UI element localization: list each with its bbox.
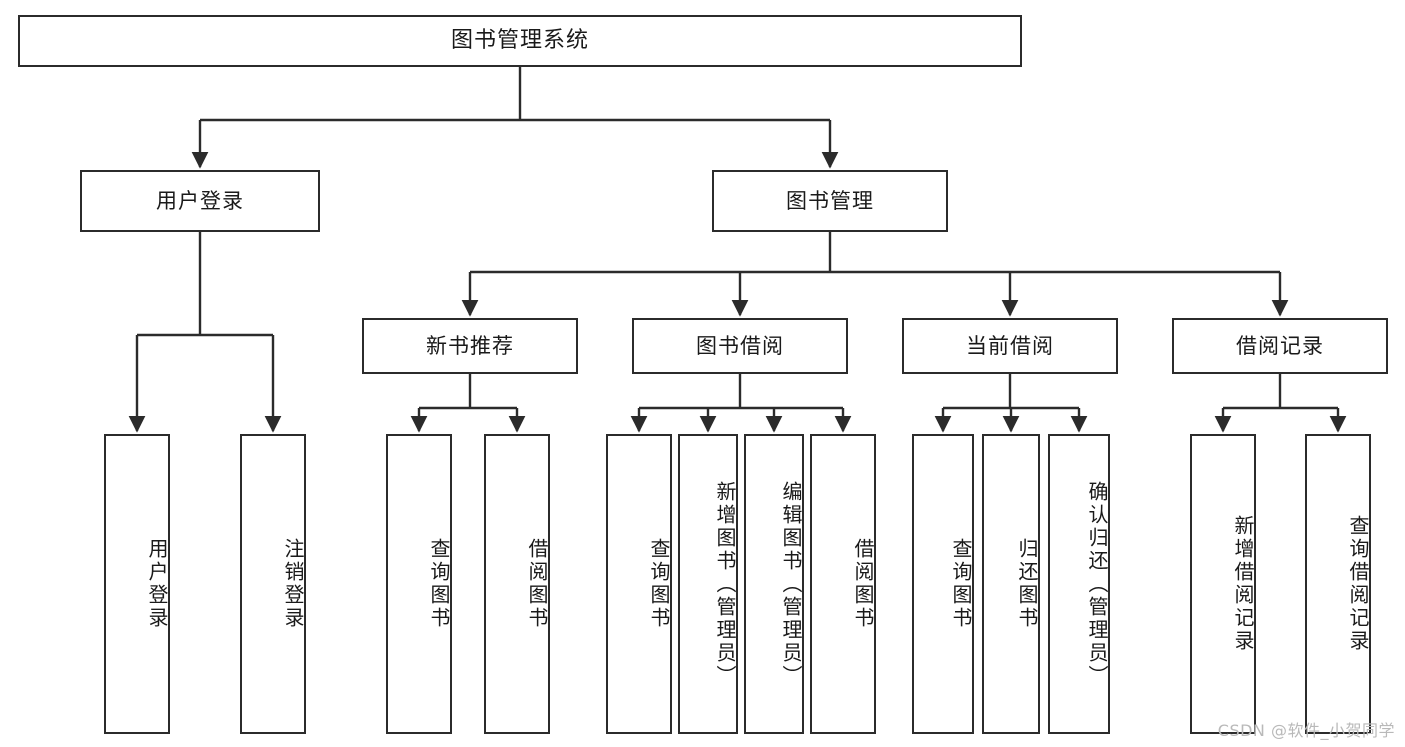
node-label: 借阅图书 [525,538,549,630]
node-leaf-5[interactable]: 新增图书（管理员） [678,434,738,734]
node-leaf-0[interactable]: 用户登录 [104,434,170,734]
node-leaf-12[interactable]: 查询借阅记录 [1305,434,1371,734]
node-level3-0[interactable]: 新书推荐 [362,318,578,374]
node-leaf-1[interactable]: 注销登录 [240,434,306,734]
node-label: 新增图书（管理员） [713,480,737,688]
node-leaf-2[interactable]: 查询图书 [386,434,452,734]
node-leaf-6[interactable]: 编辑图书（管理员） [744,434,804,734]
node-leaf-10[interactable]: 确认归还（管理员） [1048,434,1110,734]
node-label: 确认归还（管理员） [1085,480,1109,688]
node-label: 归还图书 [1015,538,1039,630]
node-leaf-3[interactable]: 借阅图书 [484,434,550,734]
node-leaf-9[interactable]: 归还图书 [982,434,1040,734]
node-label: 查询图书 [647,538,671,630]
node-leaf-11[interactable]: 新增借阅记录 [1190,434,1256,734]
node-label: 编辑图书（管理员） [779,480,803,688]
node-label: 查询借阅记录 [1346,515,1370,653]
node-level2-0[interactable]: 用户登录 [80,170,320,232]
node-label: 借阅图书 [851,538,875,630]
node-label: 查询图书 [427,538,451,630]
node-leaf-7[interactable]: 借阅图书 [810,434,876,734]
node-label: 新增借阅记录 [1231,515,1255,653]
node-level3-2[interactable]: 当前借阅 [902,318,1118,374]
node-label: 查询图书 [949,538,973,630]
node-level3-1[interactable]: 图书借阅 [632,318,848,374]
node-root-system[interactable]: 图书管理系统 [18,15,1022,67]
node-label: 用户登录 [145,538,169,630]
csdn-watermark: CSDN @软件_小贺同学 [1217,721,1395,740]
node-level2-1[interactable]: 图书管理 [712,170,948,232]
node-leaf-8[interactable]: 查询图书 [912,434,974,734]
node-label: 注销登录 [281,538,305,630]
node-level3-3[interactable]: 借阅记录 [1172,318,1388,374]
node-leaf-4[interactable]: 查询图书 [606,434,672,734]
